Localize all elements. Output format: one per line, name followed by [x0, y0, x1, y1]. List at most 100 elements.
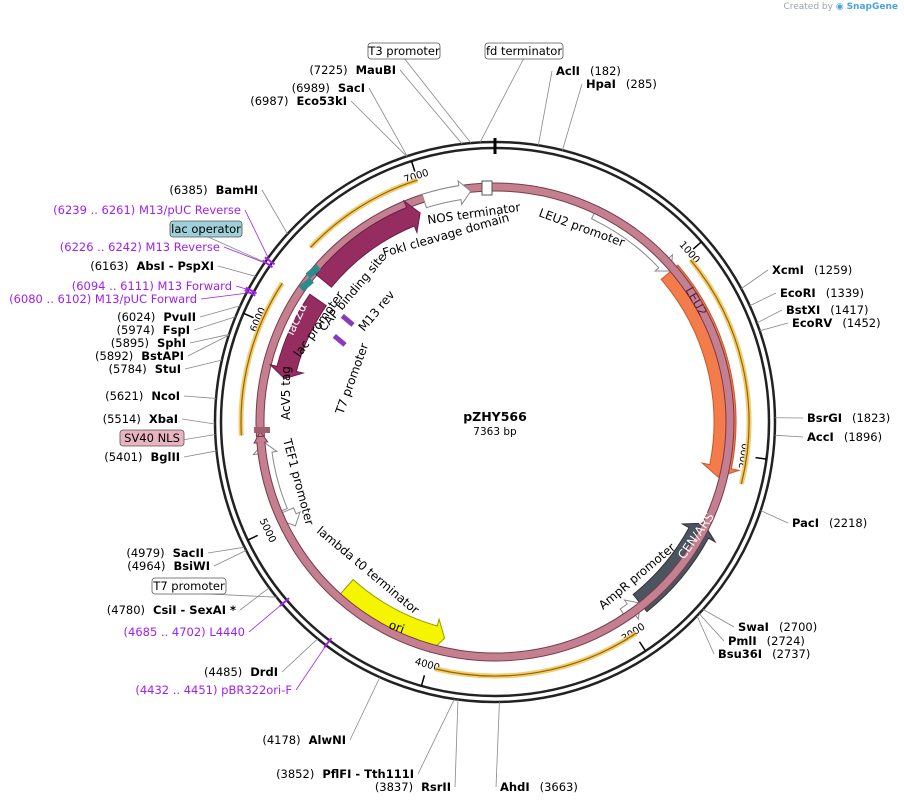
restriction-site-label[interactable]: SwaI(2700)	[738, 620, 817, 634]
restriction-site-label[interactable]: AclI(182)	[556, 64, 621, 78]
site-name: CsiI - SexAI *	[153, 603, 236, 617]
tick-mark	[420, 675, 426, 687]
site-position: (6987)	[250, 94, 288, 108]
nos-terminator-feature[interactable]	[421, 179, 472, 209]
snapgene-brand: Created by ◉ SnapGene	[783, 2, 898, 12]
restriction-site-label[interactable]: (4178)AlwNI	[262, 733, 346, 747]
foki-cleavage-domain-feature[interactable]	[315, 199, 421, 288]
site-name: BstXI	[786, 303, 820, 317]
site-position: (285)	[626, 77, 657, 91]
site-name: AbsI - PspXI	[137, 259, 215, 273]
site-position: (6989)	[292, 81, 330, 95]
site-name: FspI	[163, 323, 190, 337]
leader-line	[696, 615, 715, 655]
primer-label[interactable]: (6080 .. 6102) M13/pUC Forward	[9, 292, 197, 306]
tick-mark	[692, 241, 702, 250]
lac-promoter-mark[interactable]	[298, 277, 314, 292]
leader-line	[350, 100, 407, 157]
restriction-site-label[interactable]: (4964)BsiWI	[127, 559, 210, 573]
site-position: (6163)	[90, 259, 128, 273]
leu2-feature[interactable]	[660, 264, 741, 478]
left-orf-arrow	[240, 282, 283, 436]
box-label[interactable]: lac operator	[171, 222, 241, 236]
restriction-site-label[interactable]: (5895)SphI	[111, 336, 186, 350]
restriction-site-label[interactable]: (6163) AbsI - PspXI	[90, 259, 214, 273]
restriction-site-label[interactable]: BsrGI(1823)	[807, 411, 890, 425]
site-name: AccI	[807, 430, 834, 444]
restriction-site-label[interactable]: (6024)PvuII	[117, 310, 196, 324]
box-label[interactable]: SV40 NLS	[124, 431, 180, 445]
m13-rev-mark[interactable]	[340, 313, 355, 327]
box-leader	[403, 57, 472, 144]
t3-promoter-mark[interactable]	[481, 180, 493, 196]
box-label[interactable]: fd terminator	[486, 44, 562, 58]
restriction-site-label[interactable]: (4780) CsiI - SexAI *	[107, 603, 236, 617]
restriction-site-label[interactable]: (3837)RsrII	[375, 780, 451, 794]
site-position: (4979)	[126, 546, 164, 560]
top-orf-arrow	[310, 179, 418, 248]
leader-line	[454, 699, 459, 788]
primer-label[interactable]: (4685 .. 4702) L4440	[124, 625, 245, 639]
primer-label[interactable]: (6226 .. 6242) M13 Reverse	[60, 240, 220, 254]
restriction-site-label[interactable]: PmlI(2724)	[728, 634, 805, 648]
site-name: MauBI	[356, 63, 396, 77]
site-position: (4780)	[107, 603, 145, 617]
box-leader	[479, 57, 525, 143]
restriction-site-label[interactable]: (6989)SacI	[292, 81, 365, 95]
restriction-site-label[interactable]: (6385)BamHI	[169, 183, 258, 197]
tick-mark	[410, 160, 416, 172]
restriction-site-label[interactable]: (5892)BstAPI	[95, 349, 184, 363]
restriction-site-label[interactable]: (5514)XbaI	[103, 412, 178, 426]
cap-binding-site-mark[interactable]	[305, 264, 321, 279]
restriction-site-label[interactable]: EcoRI(1339)	[780, 286, 864, 300]
tick-mark	[638, 641, 647, 652]
sv40-nls-mark[interactable]	[254, 427, 270, 433]
restriction-site-label[interactable]: Bsu36I(2737)	[718, 647, 810, 661]
restriction-site-label[interactable]: (6987)Eco53kI	[250, 94, 347, 108]
site-position: (5621)	[105, 389, 143, 403]
restriction-site-label[interactable]: EcoRV(1452)	[792, 316, 881, 330]
feature-layer	[238, 177, 752, 679]
site-position: (1259)	[814, 263, 852, 277]
site-name: EcoRV	[792, 316, 832, 330]
leader-line	[698, 613, 725, 642]
restriction-site-label[interactable]: AhdI(3663)	[500, 780, 578, 794]
primer-mark	[245, 286, 257, 295]
primer-label[interactable]: (6239 .. 6261) M13/pUC Reverse	[53, 203, 241, 217]
site-name: PflFI - Tth111I	[322, 767, 414, 781]
primer-mark	[264, 256, 276, 266]
t7-promoter-mark[interactable]	[332, 333, 347, 347]
acv5-tag-feature[interactable]	[253, 182, 735, 662]
site-name: RsrII	[421, 780, 451, 794]
restriction-site-label[interactable]: (5401)BglII	[104, 450, 180, 464]
restriction-site-label[interactable]: (4979)SacII	[126, 546, 204, 560]
restriction-site-label[interactable]: (3852) PflFI - Tth111I	[276, 767, 414, 781]
lacza-feature[interactable]	[268, 293, 327, 380]
primer-label[interactable]: (6094 .. 6111) M13 Forward	[72, 279, 232, 293]
restriction-site-label[interactable]: (5621)NcoI	[105, 389, 180, 403]
restriction-site-label[interactable]: (7225)MauBI	[309, 63, 396, 77]
box-label-frame	[484, 42, 564, 60]
restriction-site-label[interactable]: HpaI(285)	[586, 77, 657, 91]
site-position: (4964)	[127, 559, 165, 573]
restriction-site-label[interactable]: (5974)FspI	[117, 323, 190, 337]
primer-mark	[244, 289, 256, 297]
restriction-site-label[interactable]: AccI(1896)	[807, 430, 882, 444]
leader-line	[760, 510, 789, 524]
leader-line	[213, 550, 247, 567]
restriction-site-label[interactable]: (4485)DrdI	[204, 665, 278, 679]
restriction-site-label[interactable]: (5784)StuI	[109, 362, 182, 376]
restriction-site-label[interactable]: PacI(2218)	[792, 516, 867, 530]
restriction-site-label[interactable]: BstXI(1417)	[786, 303, 869, 317]
box-label[interactable]: T3 promoter	[367, 44, 440, 58]
leader-line	[261, 189, 288, 235]
restriction-site-label[interactable]: XcmI(1259)	[772, 263, 852, 277]
primer-label[interactable]: (4432 .. 4451) pBR322ori-F	[135, 683, 292, 697]
box-label[interactable]: T7 promoter	[152, 579, 225, 593]
leader-line	[537, 70, 553, 146]
site-position: (2218)	[829, 516, 867, 530]
site-position: (3852)	[276, 767, 314, 781]
leader-line	[417, 698, 455, 775]
tick-mark	[755, 456, 767, 460]
